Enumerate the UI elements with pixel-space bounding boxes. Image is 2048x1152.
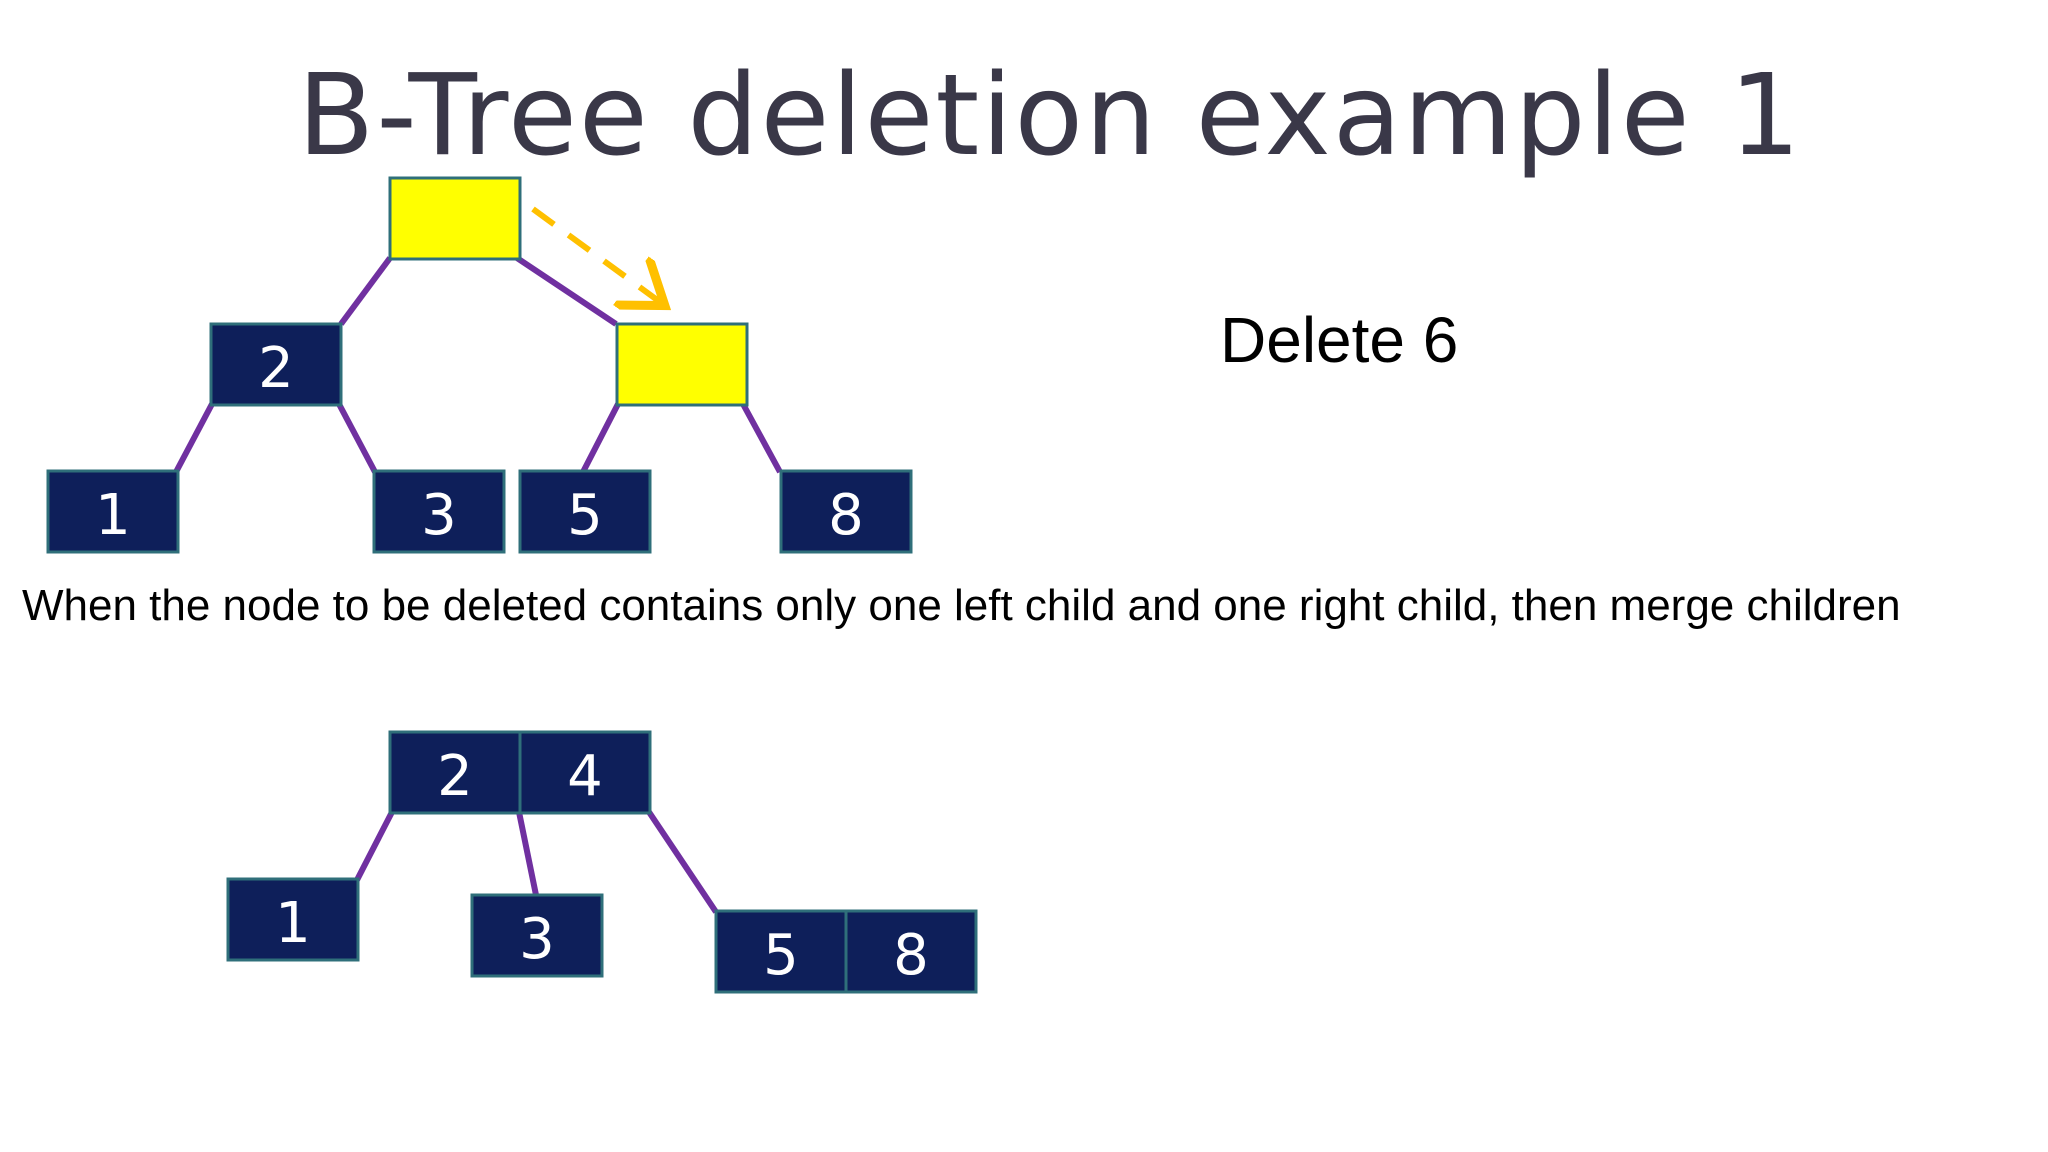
leaf-node-box bbox=[226, 877, 360, 962]
merged-leaf-cell bbox=[714, 909, 848, 994]
left-internal-key: 2 bbox=[258, 336, 294, 401]
edge-right-internal-to-leaf-8 bbox=[740, 402, 783, 474]
leaf-key: 3 bbox=[421, 483, 457, 548]
leaf-node-box bbox=[46, 469, 180, 554]
right-internal-node-empty bbox=[615, 322, 749, 407]
leaf-key: 3 bbox=[519, 907, 555, 972]
leaf-key: 1 bbox=[95, 483, 131, 548]
merge-rule-caption: When the node to be deleted contains onl… bbox=[22, 581, 1901, 630]
leaf-node: 3 bbox=[372, 469, 506, 554]
leaf-node: 5 bbox=[518, 469, 652, 554]
edge-root-to-left-internal bbox=[338, 256, 393, 326]
leaf-node: 8 bbox=[779, 469, 913, 554]
edge-root-to-right-internal bbox=[515, 255, 618, 327]
edge-merged-root-to-leaf-1 bbox=[354, 810, 395, 882]
after-tree: 2 4 1 3 5 8 bbox=[226, 730, 978, 994]
leaf-node-box bbox=[518, 469, 652, 554]
leaf-node-box bbox=[470, 893, 604, 978]
left-internal-node: 2 bbox=[209, 322, 343, 407]
edge-merged-root-to-leaf-5-8 bbox=[646, 810, 719, 914]
leaf-node-box bbox=[372, 469, 506, 554]
right-internal-node-box bbox=[615, 322, 749, 407]
leaf-node: 3 bbox=[470, 893, 604, 978]
edge-left-internal-to-leaf-1 bbox=[173, 402, 215, 474]
leaf-node-box bbox=[779, 469, 913, 554]
merged-leaf-cell bbox=[844, 909, 978, 994]
leaf-key: 8 bbox=[828, 483, 864, 548]
merged-leaf-key: 5 bbox=[763, 923, 799, 988]
left-internal-node-box bbox=[209, 322, 343, 407]
merged-root-key: 4 bbox=[567, 744, 603, 809]
merged-root-node: 2 4 bbox=[388, 730, 652, 815]
leaf-node: 1 bbox=[226, 877, 360, 962]
edge-merged-root-to-leaf-3 bbox=[516, 811, 539, 896]
edge-left-internal-to-leaf-3 bbox=[336, 402, 378, 474]
merged-leaf-key: 8 bbox=[893, 923, 929, 988]
merged-root-cell bbox=[518, 730, 652, 815]
root-node-box bbox=[388, 176, 522, 261]
edge-right-internal-to-leaf-5 bbox=[580, 402, 621, 474]
delete-instruction: Delete 6 bbox=[1220, 304, 1459, 376]
slide-title: B-Tree deletion example 1 bbox=[297, 51, 1803, 181]
leaf-key: 1 bbox=[275, 891, 311, 956]
before-tree: 2 1 3 5 8 bbox=[46, 176, 913, 554]
merged-root-cell bbox=[388, 730, 522, 815]
merged-root-key: 2 bbox=[437, 744, 473, 809]
leaf-key: 5 bbox=[567, 483, 603, 548]
merged-leaf-node: 5 8 bbox=[714, 909, 978, 994]
root-node-empty bbox=[388, 176, 522, 261]
move-arrow bbox=[531, 206, 660, 302]
leaf-node: 1 bbox=[46, 469, 180, 554]
